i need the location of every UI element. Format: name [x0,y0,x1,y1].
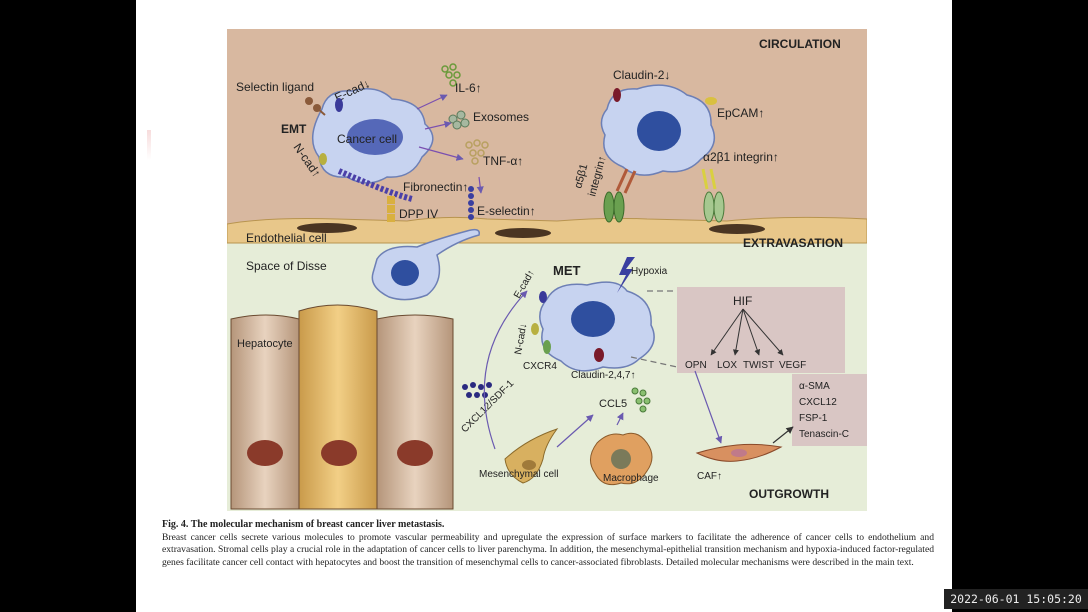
region-outgrowth: OUTGROWTH [749,487,829,501]
e-selectin-icon [468,186,474,220]
label-hepatocyte: Hepatocyte [237,338,293,350]
cxcl12-icon [462,382,492,398]
label-emt: EMT [281,122,307,136]
label-macrophage: Macrophage [603,473,659,484]
label-mesenchymal-cell: Mesenchymal cell [479,469,558,480]
hypoxia-icon [617,257,635,293]
page-edge-mark [147,130,151,160]
label-endothelial-cell: Endothelial cell [246,231,327,245]
marker-item: FSP-1 [799,413,828,424]
n-cad-icon [531,323,539,335]
label-opn: OPN [685,360,707,371]
label-hif: HIF [733,294,752,308]
hepatocyte-cells [230,304,454,510]
marker-item: CXCL12 [799,397,837,408]
marker-item: α-SMA [799,381,830,392]
selectin-ligand-icon [305,97,343,165]
exosomes-icon [448,110,470,130]
label-e-selectin: E-selectin↑ [477,204,536,218]
label-vegf: VEGF [779,360,806,371]
endothelial-nucleus [297,223,357,233]
endothelial-nucleus [709,224,765,234]
nucleus [347,119,403,155]
caption-title: Fig. 4. The molecular mechanism of breas… [162,519,445,530]
e-cad-icon [539,291,547,303]
endothelial-nucleus [495,228,551,238]
metastasis-figure: CIRCULATION EXTRAVASATION OUTGROWTH Canc… [227,29,867,511]
label-il6: IL-6↑ [455,81,482,95]
label-selectin-ligand: Selectin ligand [236,80,314,94]
region-extravasation: EXTRAVASATION [743,236,843,250]
video-timestamp: 2022-06-01 15:05:20 [944,589,1088,609]
nucleus [571,301,615,337]
label-claudin247: Claudin-2,4,7↑ [571,370,635,381]
label-cancer-cell: Cancer cell [337,132,397,146]
markers-box [792,374,867,446]
label-caf: CAF↑ [697,471,722,482]
endothelial-lining [227,216,867,244]
cxcr4-icon [543,340,551,354]
label-lox: LOX [717,360,737,371]
nucleus [637,111,681,151]
label-ccl5: CCL5 [599,398,627,410]
label-cxcr4: CXCR4 [523,361,557,372]
ccl5-icon [631,387,651,413]
nucleus [611,449,631,469]
label-exosomes: Exosomes [473,110,529,124]
figure-caption: Fig. 4. The molecular mechanism of breas… [162,519,934,569]
label-hypoxia: Hypoxia [631,266,668,277]
label-n-cad-down: N-cad↓ [513,322,529,355]
nucleus [522,460,536,470]
cxcl12-arrow [483,290,528,450]
marker-item: Tenascin-C [799,429,849,440]
label-epcam: EpCAM↑ [717,106,764,120]
dpp4-icon [387,196,395,222]
fibronectin-chain [337,168,413,202]
integrin-icon [603,168,725,223]
label-a2b1: α2β1 integrin↑ [703,150,779,164]
caption-body: Breast cancer cells secrete various mole… [162,532,934,568]
label-dpp4: DPP IV [399,207,438,221]
label-space-of-disse: Space of Disse [246,259,327,273]
label-met: MET [553,263,581,278]
nucleus [391,260,419,286]
claudin-icon [594,348,604,362]
label-fibronectin: Fibronectin↑ [403,180,468,194]
label-tnf: TNF-α↑ [483,154,523,168]
claudin-icon [613,88,621,102]
label-claudin2-down: Claudin-2↓ [613,68,670,82]
nucleus [731,449,747,457]
mesenchymal-cell [504,428,559,484]
region-circulation: CIRCULATION [759,37,841,51]
il6-icon [441,63,461,87]
epcam-icon [705,97,717,105]
tnf-icon [465,139,489,165]
label-twist: TWIST [743,360,774,371]
